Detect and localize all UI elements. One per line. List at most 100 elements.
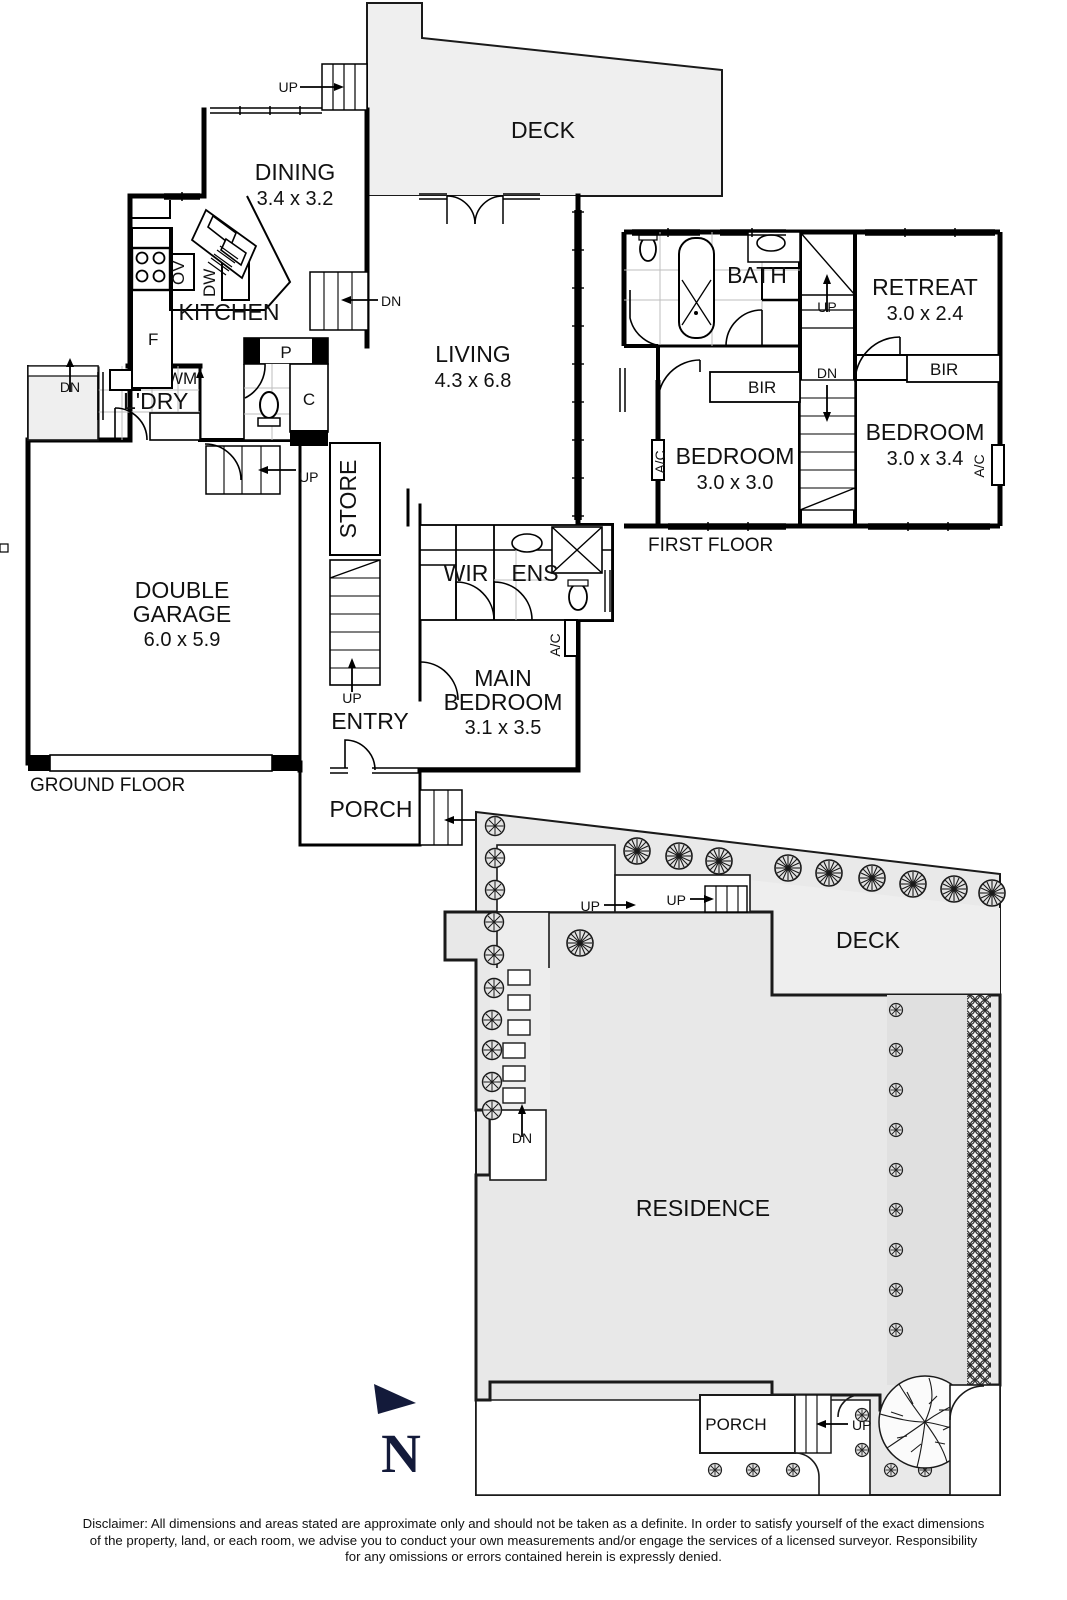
up-hall-label: UP [299,469,318,485]
garage-label-1: DOUBLE [135,577,230,603]
bedroom-left-label: BEDROOM [676,443,795,469]
site-residence-footprint [443,910,1002,1412]
wir-label: WIR [444,560,489,586]
ac-main-bed-label: A/C [547,633,563,656]
retreat-label: RETREAT [872,274,978,300]
dining-dim: 3.4 x 3.2 [257,188,334,210]
bir-left-box [709,371,801,403]
site-gate [949,1384,1001,1496]
main-bedroom-door-swing [419,661,459,701]
bedroom-left-dim: 3.0 x 3.0 [697,472,774,494]
first-floor-plan: BATH RETREAT 3.0 x 2.4 UP [619,228,1005,556]
cupboard-label: C [303,390,315,409]
site-up-mid-stairs [690,885,748,913]
oven-label: OV [169,260,188,285]
up-first-label: UP [817,299,836,315]
ground-floor-plan: DN WM L'DRY OV DW [0,2,723,847]
site-residence-label: RESIDENCE [636,1195,770,1221]
bir-right-label: BIR [930,360,958,379]
store-room [329,442,381,556]
dn-laundry-arrow [66,358,74,392]
ac-main-bed-box [564,619,578,657]
entry-door-swing [344,739,376,771]
main-bedroom-dim: 3.1 x 3.5 [465,717,542,739]
ac-right-label: A/C [971,454,987,477]
laundry-label: L'DRY [123,388,188,414]
first-floor-windows [619,228,995,531]
site-up-left-arrow [604,901,636,909]
bath-label: BATH [727,262,787,288]
up-entry-label: UP [342,690,361,706]
hall-up-stairs [205,445,296,495]
disclaimer-line-3: for any omissions or errors contained he… [345,1549,722,1564]
bath-fixtures [624,231,801,347]
powder-room [243,363,301,441]
site-deck-area [750,880,1000,995]
bir-left-label: BIR [748,378,776,397]
bedroom-right-dim: 3.0 x 3.4 [887,448,964,470]
laundry-up-arrow [196,368,204,400]
entry-door-frames [330,767,420,774]
site-up-left-label: UP [581,898,600,914]
ground-deck-label: DECK [511,117,576,143]
main-bedroom-label-2: BEDROOM [444,689,563,715]
first-floor-dn-stairs [799,379,856,511]
first-floor-label: FIRST FLOOR [648,535,773,556]
kitchen-joinery: OV DW [130,195,292,389]
kitchen-window [164,192,200,201]
living-label: LIVING [435,341,510,367]
living-dim: 4.3 x 6.8 [435,370,512,392]
first-floor-up-stairs [799,231,857,329]
garage-door [28,754,300,772]
pantry-label: P [280,343,291,362]
bedroom-right-label: BEDROOM [866,419,985,445]
laundry-window [97,372,104,420]
disclaimer-line-2: of the property, land, or each room, we … [89,1532,978,1548]
dining-label: DINING [255,159,336,185]
ground-floor-label: GROUND FLOOR [30,775,185,796]
entry-label: ENTRY [331,708,409,734]
site-dn-label: DN [512,1130,532,1146]
site-up-porch-label: UP [852,1417,871,1433]
porch-label: PORCH [329,796,412,822]
retreat-dim: 3.0 x 2.4 [887,303,964,325]
dishwasher-label: DW [200,269,219,297]
porch-stairs [419,789,478,846]
garage-label-2: GARAGE [133,601,231,627]
hall-door-swing [204,443,242,481]
ground-deck-area [366,2,723,197]
deck-french-doors [419,193,540,225]
deck-stairs [300,63,368,111]
ens-label: ENS [511,560,558,586]
kitchen-dn-stairs [309,271,378,331]
stepping-stones [502,969,531,1104]
wm-label: WM [167,369,197,388]
disclaimer-line-1: Disclaimer: All dimensions and areas sta… [82,1516,985,1531]
dn-kitchen-label: DN [381,293,401,309]
pantry-block [243,337,329,365]
dn-first-label: DN [817,365,837,381]
site-porch [699,1394,848,1454]
ac-left-label: A/C [652,450,668,473]
up-deck-label: UP [279,79,298,95]
north-compass: N [374,1384,421,1484]
living-east-windows [572,210,584,520]
site-deck-label: DECK [836,927,901,953]
site-plan: DECK RESIDENCE [443,810,1006,1496]
compass-north-label: N [381,1423,421,1484]
dining-windows [210,106,322,115]
entry-stairs [329,559,381,692]
kitchen-label: KITCHEN [179,299,280,325]
ac-right-box [991,444,1005,486]
laundry-door-swing [114,407,148,441]
site-dn-arrow [518,1104,526,1137]
laundry-bench [149,412,201,441]
bir-right-box [906,354,1001,383]
ground-dn-ramp [27,365,99,441]
disclaimer: Disclaimer: All dimensions and areas sta… [0,1516,1067,1566]
site-up-mid-label: UP [667,892,686,908]
site-porch-label: PORCH [705,1415,766,1434]
fridge-label: F [148,330,158,349]
wir-ens-block [0,524,613,621]
